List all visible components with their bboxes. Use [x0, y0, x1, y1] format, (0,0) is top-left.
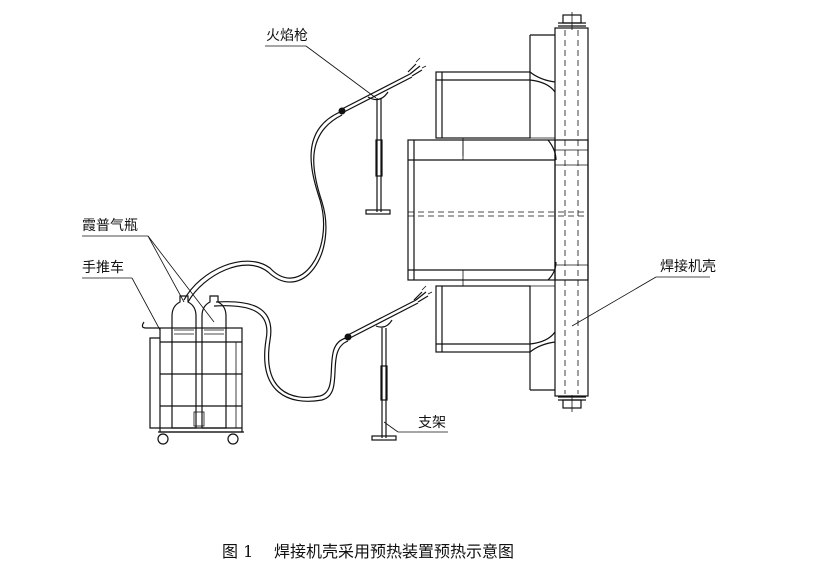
welding-housing: [407, 12, 589, 412]
upper-stand: [365, 98, 391, 215]
upper-torch: [338, 57, 427, 115]
gas-hoses: [183, 111, 349, 402]
top-bolt: [558, 12, 586, 30]
leader-lines: [82, 45, 710, 433]
gas-cylinder-left: [171, 295, 197, 429]
hand-cart: [141, 321, 244, 445]
gas-cylinder-right: [201, 295, 227, 429]
stand-label: 支架: [418, 415, 446, 431]
bottom-bolt: [558, 395, 586, 412]
figure-caption: 焊接机壳采用预热装置预热示意图: [274, 542, 514, 561]
figure-number: 图 1: [222, 542, 253, 561]
cart-label: 手推车: [82, 259, 124, 276]
torch-label: 火焰枪: [266, 27, 308, 44]
housing-label: 焊接机壳: [660, 258, 716, 275]
lower-stand: [371, 328, 397, 441]
lower-torch: [344, 285, 433, 341]
cylinder-label: 霞普气瓶: [82, 218, 138, 234]
